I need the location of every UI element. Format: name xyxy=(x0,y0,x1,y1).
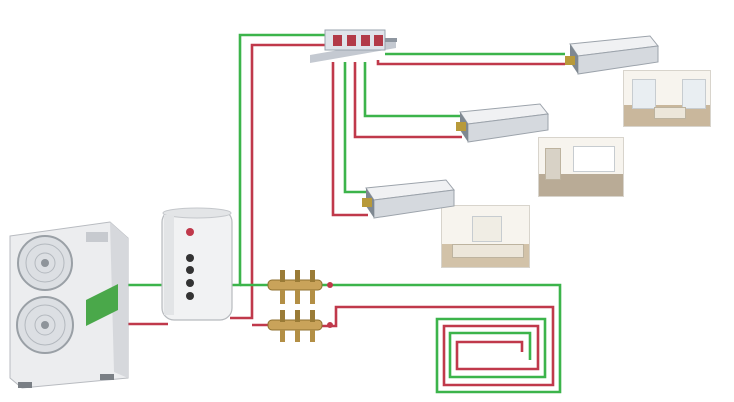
return-pipe-fcu3 xyxy=(331,62,368,217)
unit-label-plate xyxy=(86,232,108,242)
return-pipe-fcu2 xyxy=(353,62,462,139)
room-photo-lounge xyxy=(441,205,530,268)
outdoor-heat-pump-unit xyxy=(9,221,129,389)
room-photo-projector-room xyxy=(538,137,624,197)
fan-coil-unit-1 xyxy=(565,35,659,75)
floor-loop-return xyxy=(318,305,555,387)
green-brand-stripe xyxy=(86,284,118,326)
supply-pipe-fcu3 xyxy=(343,62,368,194)
return-riser-to-distributor xyxy=(230,43,325,320)
fan-coil-unit-3 xyxy=(362,179,455,219)
room-photo-living-room xyxy=(623,70,711,127)
floor-heating-manifold xyxy=(267,270,333,342)
fan-coil-distributor xyxy=(310,29,397,63)
fan-coil-unit-2 xyxy=(456,103,549,143)
supply-pipe-fcu2 xyxy=(363,62,462,118)
floor-loop-supply xyxy=(318,283,562,394)
supply-riser-to-distributor xyxy=(230,33,325,287)
return-pipe-fcu1 xyxy=(376,60,565,66)
buffer-water-tank xyxy=(161,207,233,321)
